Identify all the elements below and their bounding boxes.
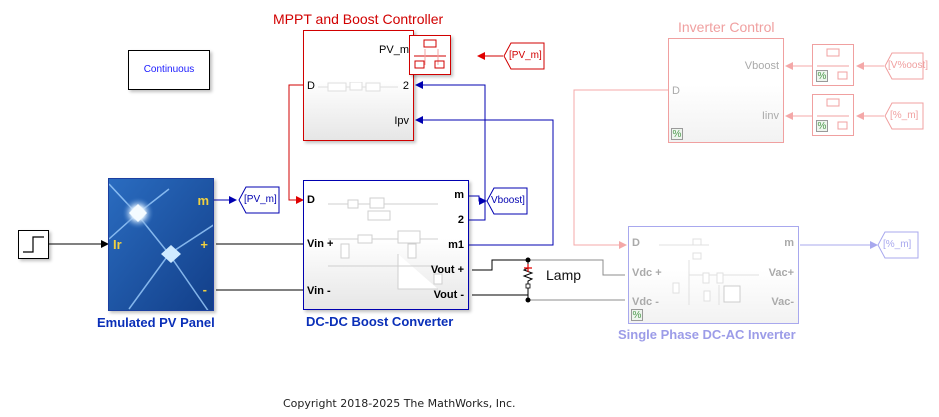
wire-boost-m (469, 195, 487, 205)
invctl-port-vboost: Vboost (744, 60, 779, 72)
from-vboost[interactable]: [V%oost] (884, 52, 928, 80)
wire-inv-duty (573, 89, 669, 249)
copyright-notice: Copyright 2018-2025 The MathWorks, Inc. (283, 397, 516, 410)
inverter-block[interactable]: D Vdc + Vdc - m Vac+ Vac- % (628, 226, 799, 324)
solar-cell-image-icon (109, 179, 213, 310)
inv-port-m: m (784, 237, 794, 249)
mppt-controller-block[interactable]: D PV_m 2 Ipv (303, 30, 414, 141)
wire-boost-2 (415, 81, 486, 221)
pv-port-minus: - (202, 282, 207, 297)
inv-port-vdc-minus: Vdc - (632, 296, 659, 308)
wire-vout-plus (472, 259, 528, 271)
boost-port-d: D (307, 194, 315, 206)
mppt-title: MPPT and Boost Controller (273, 11, 444, 27)
rate-transition-block[interactable] (409, 35, 451, 75)
goto-inverter-m[interactable]: [%_m] (877, 231, 919, 259)
subsystem-preview-icon (318, 82, 398, 92)
step-icon (23, 236, 44, 253)
rate-transition-block-iinv[interactable]: % (812, 94, 854, 136)
comment-out-icon: % (816, 70, 828, 82)
pv-port-ir: Ir (113, 237, 122, 252)
from-pv-m-inv[interactable]: [%_m] (884, 102, 924, 130)
boost-port-vout-minus: Vout - (433, 289, 464, 301)
pv-port-plus: + (200, 237, 208, 252)
inverter-title: Single Phase DC-AC Inverter (618, 327, 796, 342)
inv-port-d: D (632, 237, 640, 249)
mppt-port-d: D (307, 80, 315, 92)
inv-port-vac-minus: Vac- (771, 296, 794, 308)
boost-port-m: m (454, 189, 464, 201)
circuit-preview-icon (328, 197, 443, 290)
step-block[interactable] (18, 230, 49, 259)
pv-port-m: m (197, 193, 209, 208)
boost-converter-title: DC-DC Boost Converter (306, 314, 454, 329)
wire-boost-m1 (415, 116, 554, 246)
goto-vboost[interactable]: Vboost] (486, 187, 528, 215)
inverter-control-block[interactable]: D Vboost Iinv % (668, 38, 784, 143)
rate-transition-icon (817, 48, 849, 80)
invctl-port-iinv: Iinv (761, 110, 779, 122)
goto-pv-m-label: [PV_m] (244, 194, 277, 205)
pv-panel-block[interactable]: Ir m + - (108, 178, 214, 311)
junction-dot (525, 257, 531, 263)
goto-vboost-label: Vboost] (491, 195, 525, 206)
rate-transition-block-vboost[interactable]: % (812, 44, 854, 86)
comment-out-icon: % (671, 128, 683, 140)
boost-port-2: 2 (457, 214, 464, 226)
solver-label: Continuous (143, 64, 195, 75)
inv-port-vac-plus: Vac+ (768, 267, 794, 279)
goto-inverter-m-label: [%_m] (883, 239, 912, 250)
goto-pv-m[interactable]: [PV_m] (238, 186, 280, 214)
from-pv-m-label: [PV_m] (509, 50, 542, 61)
inverter-control-title: Inverter Control (678, 19, 775, 35)
rate-transition-icon (817, 98, 849, 130)
rate-transition-icon (414, 39, 446, 69)
from-vboost-label: [V%oost] (888, 60, 929, 71)
from-pv-m-inv-label: [%_m] (890, 110, 919, 121)
comment-out-icon: % (631, 309, 643, 321)
lamp-label: Lamp (546, 267, 582, 283)
boost-port-vin-minus: Vin - (307, 285, 331, 297)
circuit-preview-icon (659, 238, 759, 305)
from-pv-m[interactable]: [PV_m] (503, 42, 545, 70)
invctl-port-d: D (672, 85, 680, 97)
inv-port-vdc-plus: Vdc + (632, 267, 662, 279)
boost-converter-block[interactable]: D Vin + Vin - m 2 m1 Vout + Vout - (303, 180, 469, 310)
comment-out-icon: % (816, 120, 828, 132)
boost-port-m1: m1 (448, 239, 464, 251)
powergui-solver-block[interactable]: Continuous (128, 50, 210, 90)
boost-port-vout-plus: Vout + (430, 264, 464, 276)
mppt-port-2: 2 (402, 80, 409, 92)
wire-duty-d (288, 84, 305, 204)
boost-port-vin-plus: Vin + (307, 238, 334, 250)
pv-panel-title: Emulated PV Panel (97, 315, 215, 330)
mppt-port-ipv: Ipv (394, 115, 409, 127)
wire-lamp-to-vdcplus (528, 259, 625, 276)
mppt-port-pv-m: PV_m (379, 44, 409, 56)
